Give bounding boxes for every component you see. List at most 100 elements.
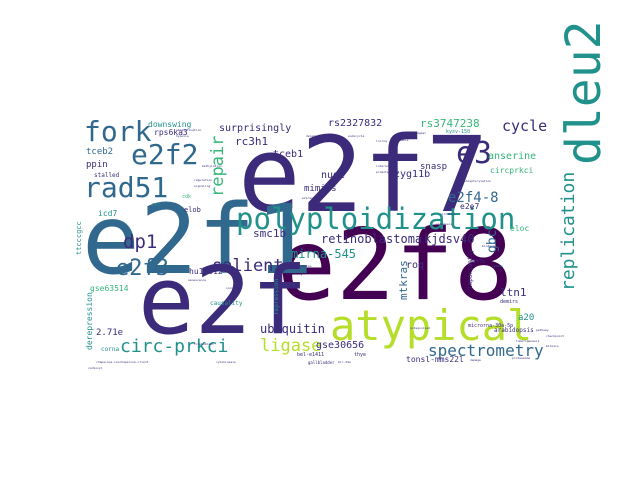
word: 2.71e	[96, 328, 124, 338]
word: e2e7	[460, 202, 480, 211]
word: smc1b	[253, 227, 287, 240]
word: e2f3	[116, 256, 169, 281]
word: corna	[101, 346, 120, 353]
word: gallbladder	[308, 360, 335, 365]
word: bel-e1411	[297, 352, 325, 358]
word: transcription	[288, 264, 312, 268]
word: stalled	[94, 172, 120, 179]
word: phosphorylation	[464, 179, 492, 183]
word: thye	[354, 352, 367, 358]
word: proteasome	[512, 356, 531, 360]
word: circprkci	[490, 166, 534, 175]
word: tceb2	[86, 147, 114, 157]
word: kjdsv40	[424, 232, 475, 246]
word: a20	[518, 313, 535, 323]
word: rps6ka3	[154, 128, 188, 137]
word: carbonyl	[88, 366, 103, 370]
word: ubiquitination	[176, 128, 202, 132]
word: eloc	[510, 224, 530, 233]
word: kysv-150	[446, 129, 471, 135]
word: mimics	[304, 184, 337, 194]
word: prognostic	[452, 134, 471, 138]
word: methylation	[202, 164, 222, 168]
word: retinoblastoma	[321, 232, 423, 246]
word: oncogenic	[226, 286, 243, 290]
word: e2f8	[277, 209, 514, 323]
word: tumorigenesis	[516, 339, 540, 343]
word: circular	[440, 212, 455, 216]
word: trophoblast	[194, 342, 214, 346]
word: roq	[406, 260, 425, 271]
word: e2f1	[82, 184, 314, 296]
word: hypoxia	[176, 134, 189, 138]
word: cdk	[182, 194, 192, 200]
word: nudc	[321, 170, 346, 181]
word: chaperone-isochaperone-client	[96, 360, 149, 364]
word: e2f2	[131, 138, 199, 171]
word: silencing	[286, 272, 303, 276]
word: rs2327832	[328, 118, 383, 129]
word: senescence	[188, 278, 207, 282]
word: derepression	[85, 292, 94, 350]
word: e2f7	[238, 114, 489, 236]
word: elob	[184, 206, 201, 214]
word: antagonized	[410, 326, 430, 330]
word: signaling	[194, 184, 211, 188]
word: dp1	[123, 231, 158, 253]
word-cloud: e2f7 e2f8 e2f1 e2f atypical dleu2 polypl…	[75, 21, 612, 371]
word: e2f7b	[470, 259, 486, 265]
word: replication	[558, 171, 579, 291]
word: expression	[302, 196, 321, 200]
word: scc	[152, 202, 162, 208]
word: snasp	[420, 162, 448, 172]
word: interaction	[376, 164, 396, 168]
word: dleu2	[556, 20, 612, 166]
word: tonsl-mms22l	[406, 355, 464, 364]
word: cytokinesis	[216, 360, 236, 364]
word: demirs	[500, 299, 519, 305]
word: solvable	[394, 138, 409, 142]
word: checkpoint	[546, 334, 565, 338]
word: atypical	[330, 301, 533, 350]
word: arabidopsis	[494, 327, 534, 334]
word: importantly	[467, 249, 474, 289]
word: downswing	[148, 120, 192, 129]
word: causality	[210, 300, 243, 307]
word: esophageal	[408, 131, 427, 135]
word: icd7	[98, 209, 118, 218]
word: e2f	[138, 247, 308, 356]
word: lncrna	[376, 139, 387, 143]
word: promoter	[376, 170, 391, 174]
word: anserine	[488, 151, 537, 162]
word: mir-34a	[338, 360, 351, 364]
word: salient	[212, 256, 284, 276]
word: gbc	[485, 229, 500, 253]
word: binding	[482, 244, 495, 248]
word: ltn1	[500, 286, 527, 299]
word: ubiquitin	[260, 322, 326, 336]
word: regulation	[194, 178, 213, 182]
word: tceb1	[273, 149, 304, 160]
word: rc3h1	[235, 135, 269, 148]
word: cycle	[502, 117, 548, 135]
word: ttcccgcc	[75, 221, 83, 255]
word: gse30656	[316, 340, 365, 351]
word: gse63514	[90, 284, 129, 293]
word: hu10012	[189, 267, 223, 276]
word: rs3747238	[420, 117, 480, 130]
word: spectrometry	[428, 341, 544, 360]
word: cyclin	[492, 264, 503, 268]
word: mirna-545	[291, 247, 357, 261]
word: repression	[273, 278, 280, 315]
word: e3	[456, 136, 493, 171]
word: ligase	[260, 336, 322, 356]
word: deletion	[306, 134, 321, 138]
word: surprisingly	[219, 123, 292, 134]
word: rad51	[84, 171, 169, 204]
word: endocycle	[348, 134, 365, 138]
word: damage	[470, 358, 481, 362]
word: e2f4-8	[448, 190, 499, 206]
word: pathway	[536, 328, 549, 332]
word: ppin	[86, 160, 108, 170]
word: polyploidization	[236, 202, 516, 236]
